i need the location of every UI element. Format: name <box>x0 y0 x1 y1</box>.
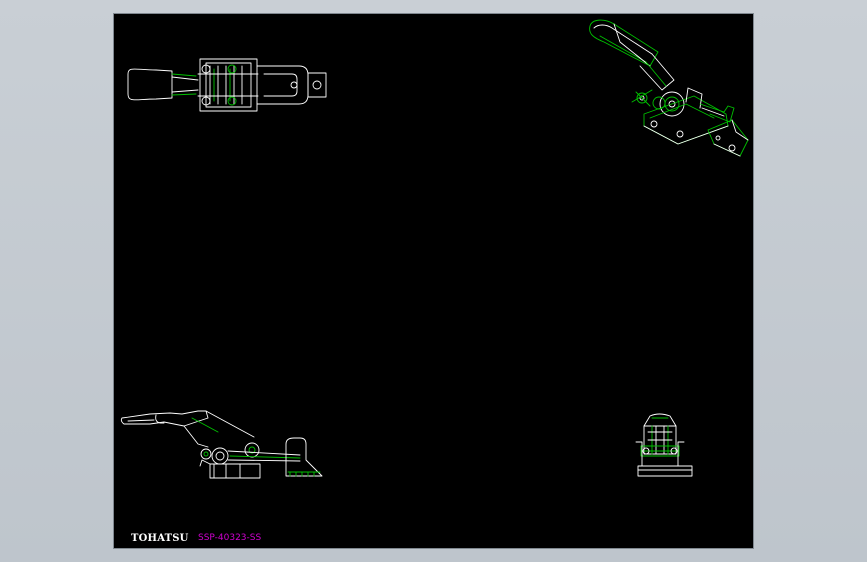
part-number-label: SSP-40323-SS <box>198 533 262 543</box>
clamp-front-view <box>635 413 693 477</box>
cad-drawing-viewport[interactable]: TOHATSU SSP-40323-SS <box>113 13 754 549</box>
cad-drawing-canvas <box>120 19 749 479</box>
brand-logo-text: TOHATSU <box>131 533 189 544</box>
clamp-side-view <box>120 410 323 479</box>
clamp-isometric-view <box>589 19 749 157</box>
clamp-top-view <box>127 58 327 112</box>
